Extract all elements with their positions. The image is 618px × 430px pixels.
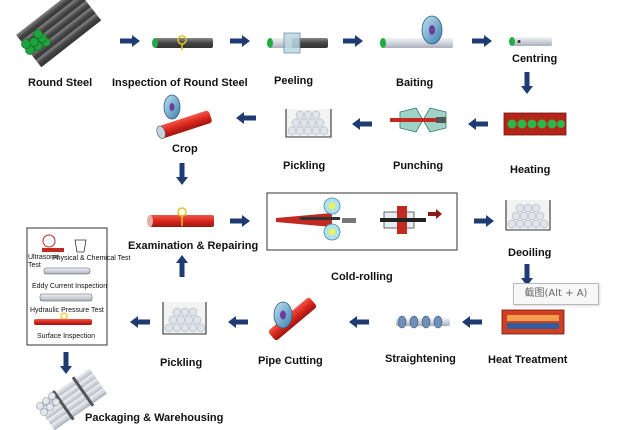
arrow-tests-to-packaging <box>60 352 72 374</box>
label-heat-treatment: Heat Treatment <box>488 354 568 366</box>
arrow-straightening-to-pipecutting <box>349 316 369 328</box>
inspection-icon <box>152 35 213 50</box>
cold-rolling-box <box>266 192 458 251</box>
round-steel-icon <box>16 0 102 68</box>
arrow-pickling-up-to-examination <box>176 255 188 277</box>
label-pickling-top: Pickling <box>283 160 326 172</box>
label-centring: Centring <box>512 53 558 65</box>
heat-treatment-icon <box>501 309 565 335</box>
packaging-icon <box>36 368 108 430</box>
label-packaging: Packaging & Warehousing <box>85 412 224 424</box>
label-punching: Punching <box>393 160 444 172</box>
peeling-icon <box>267 32 328 54</box>
label-round-steel: Round Steel <box>28 77 93 89</box>
arrow-punching-to-pickling <box>352 118 372 130</box>
pipe-cutting-icon <box>268 297 317 341</box>
label-pipe-cutting: Pipe Cutting <box>258 355 323 367</box>
arrow-pickling-to-crop <box>236 112 256 124</box>
label-physical-chemical-test: Physical & Chemical Test <box>52 255 131 262</box>
pickling-tank-bottom-icon <box>162 302 207 335</box>
arrow-baiting-to-centring <box>472 35 492 47</box>
punching-icon <box>390 107 447 133</box>
tests-box <box>26 227 108 346</box>
arrow-heattreatment-to-straightening <box>462 316 482 328</box>
label-surface-inspection: Surface Inspection <box>37 333 95 340</box>
label-eddy-current: Eddy Current Inspection <box>32 283 108 290</box>
crop-icon <box>156 94 212 139</box>
baiting-icon <box>380 15 453 48</box>
centring-icon <box>509 37 552 46</box>
arrow-pipecutting-to-pickling <box>228 316 248 328</box>
label-hydraulic-pressure: Hydraulic Pressure Test <box>30 307 104 314</box>
arrow-inspection-to-peeling <box>230 35 250 47</box>
heating-icon <box>503 112 567 136</box>
flow-arrows <box>60 35 533 374</box>
straightening-icon <box>396 315 450 329</box>
arrow-crop-to-examination <box>176 163 188 185</box>
label-inspection: Inspection of Round Steel <box>112 77 248 89</box>
examination-icon <box>147 207 214 227</box>
arrow-examination-to-coldrolling <box>230 215 250 227</box>
label-cold-rolling: Cold-rolling <box>331 271 393 283</box>
label-pickling-bottom: Pickling <box>160 357 203 369</box>
label-examination: Examination & Repairing <box>128 240 259 252</box>
label-crop: Crop <box>172 143 198 155</box>
label-straightening: Straightening <box>385 353 456 365</box>
arrow-round-to-inspection <box>120 35 140 47</box>
arrow-coldrolling-to-deoiling <box>474 215 494 227</box>
label-baiting: Baiting <box>396 77 434 89</box>
label-ultrasonic-test: Ultrasonic Test <box>28 254 60 269</box>
arrow-centring-to-heating <box>521 72 533 94</box>
label-peeling: Peeling <box>274 75 314 87</box>
deoiling-tank-icon <box>505 200 551 231</box>
label-heating: Heating <box>510 164 551 176</box>
screenshot-tooltip: 截图(Alt + A) <box>513 283 599 305</box>
arrow-peeling-to-baiting <box>343 35 363 47</box>
label-deoiling: Deoiling <box>508 247 552 259</box>
arrow-deoiling-to-heattreatment <box>521 264 533 286</box>
arrow-pickling-to-tests <box>130 316 150 328</box>
pickling-tank-icon <box>285 109 332 138</box>
arrow-heating-to-punching <box>468 118 488 130</box>
